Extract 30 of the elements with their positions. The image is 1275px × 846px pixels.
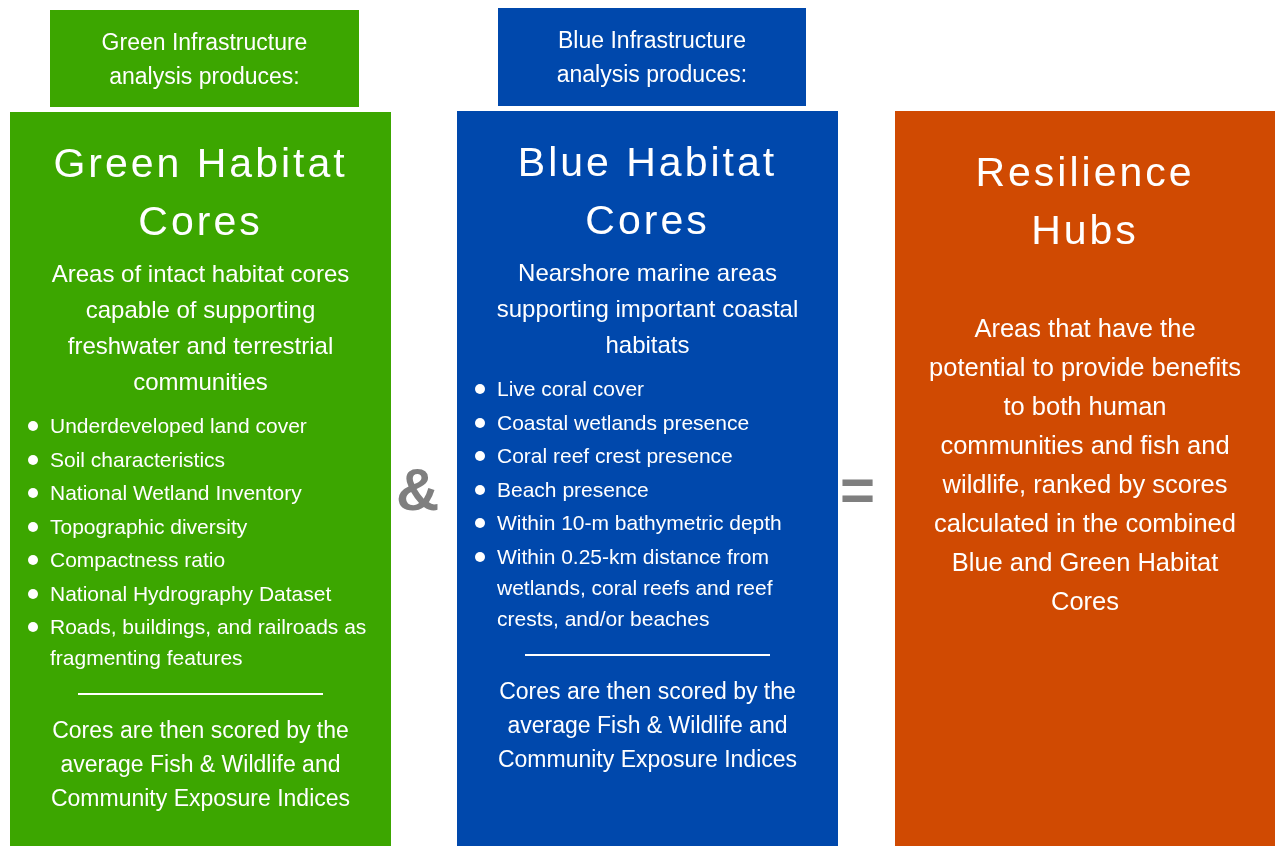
list-item: Underdeveloped land cover <box>28 410 371 441</box>
closing-note: Cores are then scored by the average Fish & Wildlife and Community Exposure Indices <box>49 716 352 813</box>
info-panel <box>10 112 391 846</box>
closing-note: Cores are then scored by the average Fish & Wildlife and Community Exposure Indices <box>496 676 799 774</box>
operator-symbol: & <box>396 455 440 524</box>
list-item: Beach presence <box>475 473 818 505</box>
list-item: Roads, buildings, and railroads as fragmenting features <box>28 611 371 673</box>
description-text: Areas that have the potential to provide benefits to both human communities and fish and wildlife, ranked by scores calculated in the combined Blue and Green Habitat Cores <box>928 313 1242 617</box>
list-item: Within 10-m bathymetric depth <box>475 507 818 538</box>
panel-title: Resilience Hubs <box>974 148 1196 255</box>
header-panel <box>498 8 806 106</box>
list-item: Coral reef crest presence <box>475 440 818 471</box>
list-item: Coastal wetlands presence <box>475 406 818 438</box>
header-panel <box>50 10 359 107</box>
list-item: Live coral cover <box>475 373 818 404</box>
info-panel <box>457 111 838 846</box>
list-item: Compactness ratio <box>28 544 371 575</box>
list-item: Topographic diversity <box>28 510 371 542</box>
list-item: Soil characteristics <box>28 443 371 475</box>
operator-symbol: = <box>840 455 876 524</box>
info-panel <box>895 111 1275 846</box>
panel-title: Blue Habitat Cores <box>516 138 779 245</box>
panel-title: Green Habitat Cores <box>52 139 349 246</box>
header-text: Green Infrastructure analysis produces: <box>100 27 309 91</box>
header-text: Blue Infrastructure analysis produces: <box>555 26 749 89</box>
list-item: Within 0.25-km distance from wetlands, coral reefs and reef crests, and/or beaches <box>475 540 818 634</box>
description-text: Nearshore marine areas supporting important coastal habitats <box>495 258 800 360</box>
list-item: National Hydrography Dataset <box>28 577 371 609</box>
description-text: Areas of intact habitat cores capable of supporting freshwater and terrestrial communities <box>50 259 351 397</box>
list-item: National Wetland Inventory <box>28 477 371 508</box>
